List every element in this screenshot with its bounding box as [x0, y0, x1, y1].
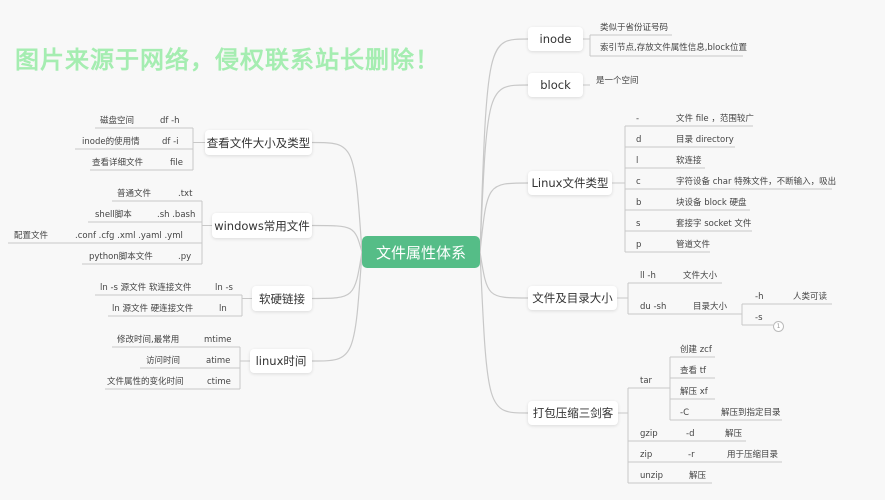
leaf-label[interactable]: 解压 [689, 471, 707, 481]
branch-connector [479, 182, 529, 253]
leaf-label[interactable]: 索引节点,存放文件属性信息,block位置 [600, 43, 747, 53]
leaf-command[interactable]: unzip [640, 471, 663, 481]
option-flag[interactable]: -h [755, 292, 764, 302]
leaf-command[interactable]: ln -s [215, 283, 233, 293]
leaf-command[interactable]: zip [640, 450, 653, 460]
file-type-desc[interactable]: 目录 directory [676, 135, 734, 145]
leaf-label[interactable]: 解压到指定目录 [721, 408, 781, 418]
leaf-label[interactable]: 普通文件 [117, 189, 152, 199]
leaf-label[interactable]: 修改时间,最常用 [117, 335, 180, 345]
tar-option[interactable]: 创建 zcf [680, 345, 712, 355]
topic-archive-tools[interactable]: 打包压缩三剑客 [528, 401, 618, 425]
leaf-label[interactable]: 配置文件 [14, 231, 49, 241]
leaf-command[interactable]: df -h [160, 116, 180, 126]
leaf-label[interactable]: 解压 [725, 429, 743, 439]
option-flag[interactable]: -d [686, 429, 695, 439]
file-type-desc[interactable]: 软连接 [676, 156, 702, 166]
branch-connector [479, 251, 529, 414]
tar-option[interactable]: 查看 tf [680, 366, 707, 376]
leaf-label[interactable]: 类似于省份证号码 [600, 23, 669, 33]
file-type-code[interactable]: b [636, 198, 642, 208]
leaf-label[interactable]: 文件属性的变化时间 [107, 377, 184, 387]
file-type-code[interactable]: s [636, 219, 641, 229]
topic-time[interactable]: linux时间 [250, 349, 312, 373]
option-flag[interactable]: -s [755, 313, 763, 323]
leaf-label[interactable]: python脚本文件 [89, 252, 153, 262]
topic-view_size[interactable]: 查看文件大小及类型 [205, 130, 312, 155]
leaf-command[interactable]: mtime [204, 335, 232, 345]
file-type-code[interactable]: p [636, 240, 642, 250]
leaf-command[interactable]: tar [640, 376, 653, 386]
branch-connector [479, 251, 529, 299]
leaf-label[interactable]: 查看详细文件 [92, 158, 144, 168]
branch-connector [479, 38, 529, 253]
collapsed-count-badge[interactable]: 1 [773, 321, 784, 332]
file-type-code[interactable]: d [636, 135, 642, 145]
file-type-desc[interactable]: 管道文件 [676, 240, 711, 250]
file-type-desc[interactable]: 文件 file ，范围较广 [676, 114, 754, 124]
leaf-label[interactable]: 人类可读 [793, 292, 828, 302]
leaf-command[interactable]: ln [219, 304, 227, 314]
leaf-label[interactable]: 用于压缩目录 [727, 450, 779, 460]
leaf-command[interactable]: .conf .cfg .xml .yaml .yml [75, 231, 183, 241]
leaf-command[interactable]: .sh .bash [157, 210, 196, 220]
file-type-code[interactable]: - [636, 114, 640, 124]
leaf-label[interactable]: 文件大小 [683, 271, 718, 281]
leaf-command[interactable]: ll -h [640, 271, 656, 281]
leaf-label[interactable]: inode的使用情 [82, 137, 140, 147]
leaf-command[interactable]: ctime [207, 377, 231, 387]
topic-block[interactable]: block [528, 73, 583, 97]
leaf-command[interactable]: gzip [640, 429, 658, 439]
topic-links[interactable]: 软硬链接 [252, 286, 312, 311]
file-type-desc[interactable]: 套接字 socket 文件 [676, 219, 752, 229]
leaf-command[interactable]: .py [178, 252, 192, 262]
file-type-code[interactable]: l [636, 156, 639, 166]
option-flag[interactable]: -r [688, 450, 695, 460]
leaf-label[interactable]: 访问时间 [146, 356, 181, 366]
leaf-label[interactable]: 目录大小 [693, 302, 728, 312]
leaf-command[interactable]: du -sh [640, 302, 667, 312]
branch-connector [311, 251, 363, 300]
topic-linux-file-types[interactable]: Linux文件类型 [528, 171, 612, 195]
leaf-label[interactable]: shell脚本 [95, 210, 132, 220]
topic-file-dir-size[interactable]: 文件及目录大小 [528, 286, 617, 310]
leaf-command[interactable]: atime [206, 356, 231, 366]
watermark: 图片来源于网络，侵权联系站长删除！ [15, 46, 440, 74]
file-type-code[interactable]: c [636, 177, 641, 187]
topic-windows[interactable]: windows常用文件 [212, 213, 312, 238]
topic-inode[interactable]: inode [528, 27, 583, 51]
leaf-label[interactable]: ln 源文件 硬连接文件 [112, 304, 194, 314]
branch-connector [311, 251, 363, 362]
leaf-command[interactable]: file [170, 158, 183, 168]
branch-connector [479, 84, 529, 253]
tar-option[interactable]: 解压 xf [680, 387, 708, 397]
central-topic[interactable]: 文件属性体系 [362, 236, 480, 268]
branch-connector [311, 141, 363, 253]
leaf-label[interactable]: 是一个空间 [596, 76, 639, 86]
file-type-desc[interactable]: 块设备 block 硬盘 [676, 198, 747, 208]
leaf-label[interactable]: ln -s 源文件 软连接文件 [100, 283, 192, 293]
tar-option[interactable]: -C [680, 408, 690, 418]
branch-connector [311, 224, 363, 253]
leaf-command[interactable]: df -i [162, 137, 179, 147]
file-type-desc[interactable]: 字符设备 char 特殊文件，不断输入，吸出 [676, 177, 837, 187]
leaf-command[interactable]: .txt [178, 189, 193, 199]
leaf-label[interactable]: 磁盘空间 [100, 116, 135, 126]
